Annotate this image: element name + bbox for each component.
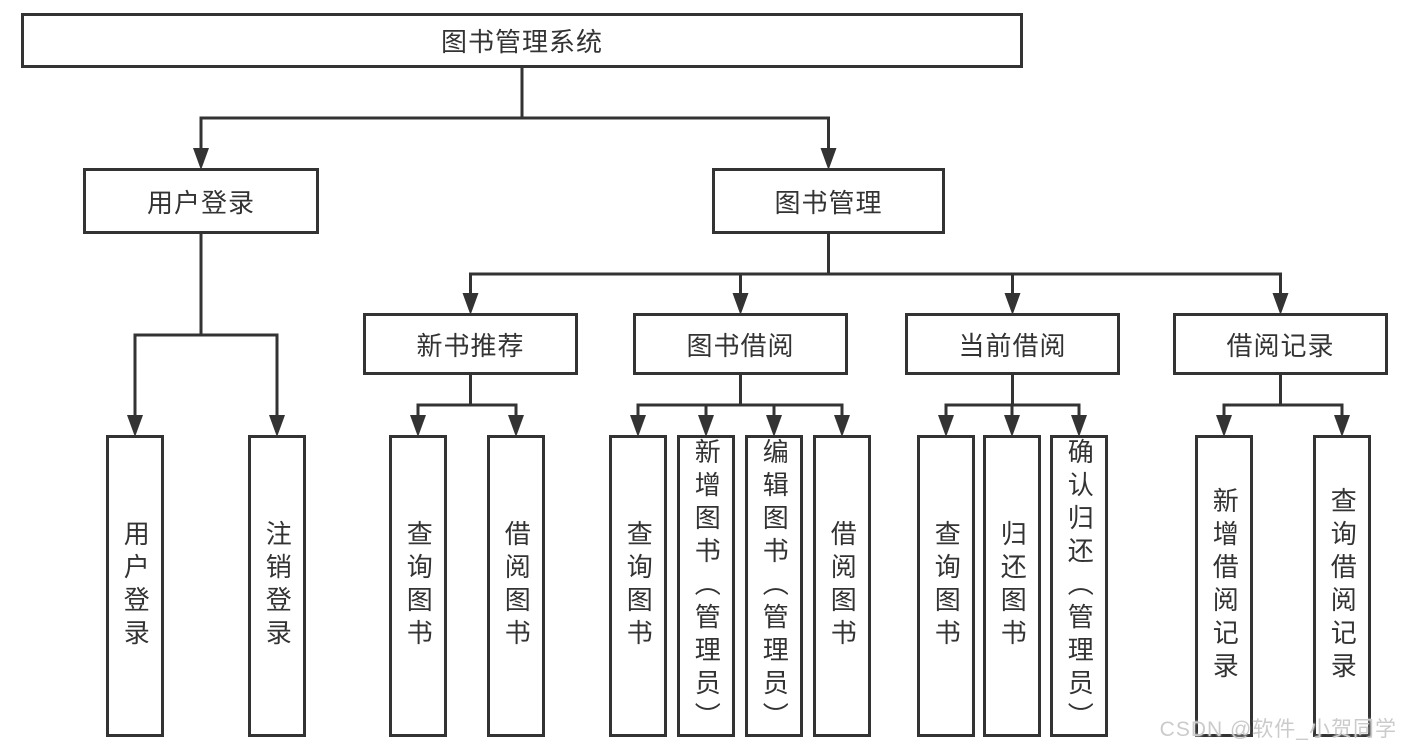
- diagram-node-new-book-rec: 新书推荐: [363, 313, 578, 375]
- node-label: 新增图书（管理员）: [691, 437, 722, 735]
- node-label: 新增借阅记录: [1209, 487, 1240, 685]
- node-label: 图书管理: [774, 187, 883, 218]
- diagram-node-bb-add: 新增图书（管理员）: [677, 435, 735, 737]
- diagram-node-cb-return: 归还图书: [983, 435, 1041, 737]
- node-label: 用户登录: [120, 520, 151, 652]
- node-label: 查询图书: [623, 520, 654, 652]
- diagram-node-br-query: 查询借阅记录: [1313, 435, 1371, 737]
- node-label: 归还图书: [997, 520, 1028, 652]
- diagram-node-br-add: 新增借阅记录: [1195, 435, 1253, 737]
- node-label: 借阅图书: [501, 520, 532, 652]
- node-label: 查询图书: [403, 520, 434, 652]
- diagram-node-root: 图书管理系统: [21, 13, 1023, 68]
- node-label: 用户登录: [146, 187, 255, 218]
- diagram-node-logout-action: 注销登录: [248, 435, 306, 737]
- node-label: 查询图书: [931, 520, 962, 652]
- diagram-node-cb-confirm: 确认归还（管理员）: [1050, 435, 1108, 737]
- diagram-node-current-borrow: 当前借阅: [905, 313, 1120, 375]
- node-label: 确认归还（管理员）: [1064, 437, 1095, 735]
- node-label: 当前借阅: [958, 330, 1067, 361]
- node-label: 新书推荐: [416, 330, 525, 361]
- diagram-node-nb-borrow: 借阅图书: [487, 435, 545, 737]
- diagram-node-bb-edit: 编辑图书（管理员）: [745, 435, 803, 737]
- node-label: 注销登录: [262, 520, 293, 652]
- node-label: 编辑图书（管理员）: [759, 437, 790, 735]
- diagram-node-user-login: 用户登录: [83, 168, 319, 234]
- diagram-node-login-action: 用户登录: [106, 435, 164, 737]
- node-label: 图书借阅: [686, 330, 795, 361]
- diagram-node-nb-query: 查询图书: [389, 435, 447, 737]
- diagram-node-book-borrow: 图书借阅: [633, 313, 848, 375]
- diagram-node-borrow-records: 借阅记录: [1173, 313, 1388, 375]
- diagram-node-bb-query: 查询图书: [609, 435, 667, 737]
- csdn-watermark: CSDN @软件_小贺同学: [1159, 718, 1397, 741]
- node-label: 查询借阅记录: [1327, 487, 1358, 685]
- diagram-node-book-mgmt: 图书管理: [712, 168, 945, 234]
- node-label: 借阅记录: [1226, 330, 1335, 361]
- diagram-node-cb-query: 查询图书: [917, 435, 975, 737]
- node-label: 图书管理系统: [440, 27, 603, 57]
- node-label: 借阅图书: [827, 520, 858, 652]
- diagram-node-bb-borrow: 借阅图书: [813, 435, 871, 737]
